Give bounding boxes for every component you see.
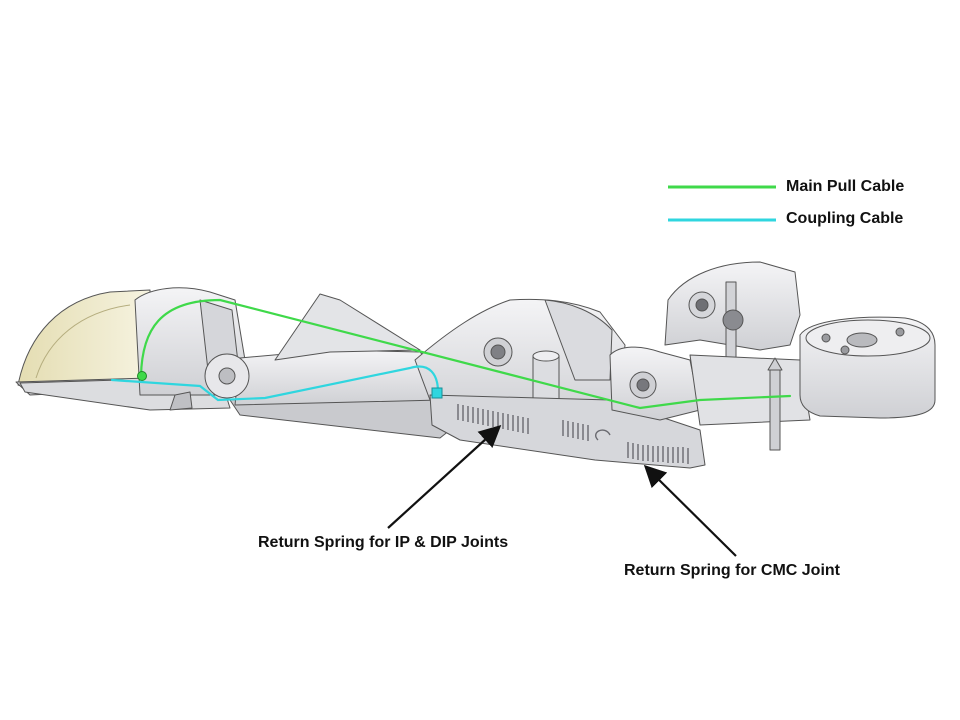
cmc-return-spring	[595, 429, 689, 464]
legend-main-pull-cable-label: Main Pull Cable	[786, 178, 905, 195]
mechanism-drawing	[15, 261, 936, 469]
callout-arrows	[387, 425, 737, 557]
triangular-gusset	[274, 293, 421, 361]
main-cable-anchor	[137, 371, 147, 381]
ip-dip-spring-arrow	[387, 425, 502, 529]
cmc-spring-callout-label: Return Spring for CMC Joint	[624, 562, 840, 579]
ip-dip-return-spring	[457, 404, 589, 441]
ip-joint-pin	[204, 353, 250, 399]
cables	[110, 298, 792, 410]
cmc-housing	[609, 346, 701, 421]
ip-dip-spring-callout-label: Return Spring for IP & DIP Joints	[258, 534, 509, 551]
base-bracket	[664, 261, 811, 451]
cmc-spring-arrow	[643, 464, 737, 557]
coupling-cable	[110, 365, 440, 402]
legend	[668, 185, 776, 222]
main-pull-cable	[139, 298, 792, 410]
legend-coupling-cable-label: Coupling Cable	[786, 210, 904, 227]
mounting-disk	[799, 316, 936, 419]
coupling-cable-anchor	[431, 387, 443, 399]
